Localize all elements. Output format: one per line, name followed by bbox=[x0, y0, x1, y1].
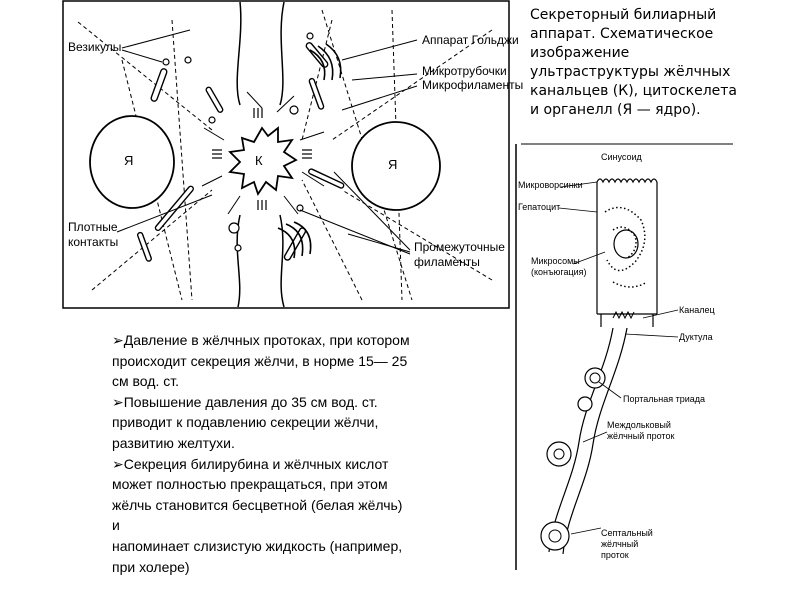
label-portal-triad: Портальная триада bbox=[623, 394, 706, 404]
cell-border bbox=[279, 214, 285, 308]
cell-border bbox=[236, 1, 242, 106]
caption-line: Секреторный билиарный bbox=[530, 7, 717, 23]
label-tight-junctions: Плотные bbox=[68, 220, 118, 234]
caption-line: канальцев (К), цитоскелета bbox=[530, 83, 737, 99]
label-microsomes: (конъюгация) bbox=[531, 267, 587, 277]
caption-line: аппарат. Схематическое bbox=[530, 26, 714, 42]
tight-junction-marks bbox=[212, 108, 312, 210]
bullet-text: напоминает слизистую жидкость (например, bbox=[112, 537, 403, 554]
bullet-list: ➢Давление в жёлчных протоках, при которо… bbox=[112, 330, 412, 577]
intermediate-filaments-lines bbox=[77, 9, 493, 301]
label-microtubules: Микротрубочки bbox=[422, 64, 507, 78]
label-septal-duct: Септальный bbox=[601, 528, 653, 538]
nucleus-left bbox=[89, 115, 175, 209]
caption-line: изображение bbox=[530, 45, 630, 61]
label-septal-duct: проток bbox=[601, 550, 629, 560]
label-intermediate-filaments: Промежуточные bbox=[414, 240, 505, 254]
label-intermediate-filaments: филаменты bbox=[414, 255, 480, 269]
nucleus-right bbox=[351, 121, 441, 211]
bullet-text: жёлчь становится бесцветной (белая жёлчь… bbox=[112, 496, 403, 534]
bullet-text: развитию желтухи. bbox=[112, 434, 235, 451]
canal-junction bbox=[612, 310, 635, 320]
label-microsomes: Микросомы bbox=[531, 256, 580, 266]
portal-triad bbox=[540, 367, 606, 551]
label-microvilli: Микроворсинки bbox=[518, 180, 583, 190]
bullet-text: происходит секреция жёлчи, в норме 15— 2… bbox=[112, 352, 408, 369]
label-canaliculus: К bbox=[255, 153, 263, 168]
bullet-item: ➢Секреция билирубина и жёлчных кислот мо… bbox=[112, 454, 412, 578]
label-nucleus-right: Я bbox=[388, 157, 398, 172]
label-ductule: Дуктула bbox=[679, 332, 713, 342]
canaliculus-shape bbox=[228, 126, 298, 197]
bullet-text: приводит к подавлению секреции жёлчи, bbox=[112, 414, 379, 431]
bullet-text: Давление в жёлчных протоках, при котором bbox=[123, 332, 410, 348]
bullet-item: ➢Давление в жёлчных протоках, при которо… bbox=[112, 330, 412, 392]
label-microfilaments: Микрофиламенты bbox=[422, 78, 524, 92]
ductule-tube bbox=[548, 327, 614, 553]
microfilaments-rays bbox=[201, 91, 325, 215]
caption-line: ультраструктуры жёлчных bbox=[530, 64, 731, 80]
bile-duct-figure: Синусоид Микроворсинки Гепатоцит Микросо… bbox=[513, 142, 735, 572]
bullet-text: может полностью прекращаться, при этом bbox=[112, 476, 388, 493]
ultrastructure-figure: Везикулы Аппарат Гольджи Микротрубочки М… bbox=[62, 0, 523, 310]
caption-line: и органелл (Я — ядро). bbox=[530, 102, 701, 118]
figure-caption: Секреторный билиарный аппарат. Схематиче… bbox=[530, 6, 795, 120]
label-interlobular-duct: жёлчный проток bbox=[607, 431, 675, 441]
microsome-dots bbox=[604, 206, 648, 288]
label-golgi: Аппарат Гольджи bbox=[422, 33, 519, 47]
label-nucleus-left: Я bbox=[124, 153, 134, 168]
golgi-stacks bbox=[277, 43, 342, 259]
leader-lines bbox=[116, 29, 418, 255]
label-interlobular-duct: Междольковый bbox=[607, 420, 671, 430]
label-hepatocyte: Гепатоцит bbox=[518, 202, 561, 212]
label-septal-duct: жёлчный bbox=[601, 539, 639, 549]
vesicles bbox=[162, 32, 314, 252]
bullet-text: Секреция билирубина и жёлчных кислот bbox=[123, 455, 389, 472]
bullet-arrow-icon: ➢ bbox=[112, 455, 124, 472]
leader-lines bbox=[558, 181, 679, 535]
bullet-item: ➢Повышение давления до 35 см вод. ст. пр… bbox=[112, 392, 412, 454]
bullet-text: см вод. ст. bbox=[112, 373, 179, 390]
bile-duct-drawing bbox=[515, 143, 733, 570]
figure-frame bbox=[62, 0, 510, 309]
hepatocyte-outline bbox=[596, 182, 658, 327]
microvilli-wave bbox=[596, 178, 658, 184]
label-canal: Каналец bbox=[679, 305, 715, 315]
hepatocyte-nucleus bbox=[613, 229, 639, 259]
cell-border bbox=[279, 1, 285, 106]
label-tight-junctions: контакты bbox=[68, 235, 119, 249]
label-vesicles: Везикулы bbox=[68, 40, 122, 54]
ultrastructure-drawing bbox=[62, 0, 510, 309]
ductule-tube bbox=[562, 327, 628, 555]
label-sinusoid: Синусоид bbox=[601, 152, 642, 162]
bullet-text: при холере) bbox=[112, 558, 190, 575]
bullet-text: Повышение давления до 35 см вод. ст. bbox=[123, 393, 378, 410]
bullet-arrow-icon: ➢ bbox=[112, 393, 124, 410]
bullet-arrow-icon: ➢ bbox=[112, 332, 124, 348]
